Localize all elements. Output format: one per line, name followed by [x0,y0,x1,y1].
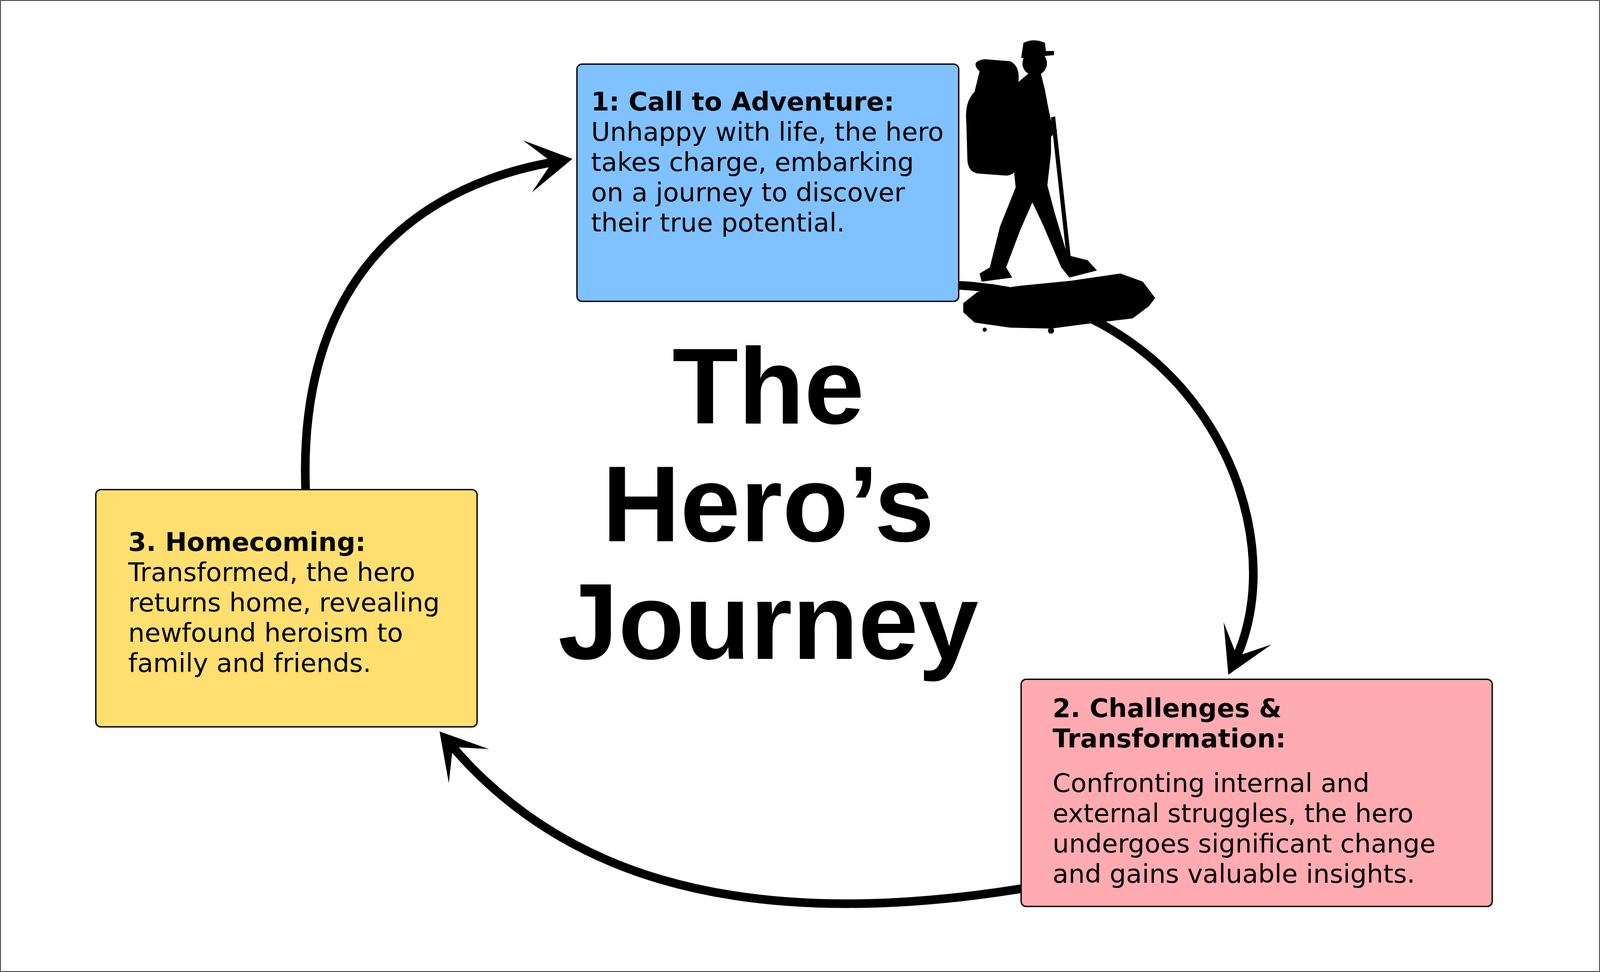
hiker-back-leg [979,185,1039,282]
hiker-cap [1021,40,1055,59]
hiker-backpack [966,59,1019,176]
arrow-head [1223,622,1272,675]
stage-heading: 1: Call to Adventure: [591,86,947,117]
hiker-front-leg [1024,183,1098,279]
rock-chip [982,327,987,332]
stage-box: 2. Challenges & Transformation: Confronti… [1020,678,1493,908]
stage-description: Transformed, the hero returns home, reve… [128,557,473,679]
arrow-head [439,731,489,784]
curved-arrow [439,731,1021,904]
diagram-title: The Hero’s Journey [492,327,1045,681]
curved-arrow [305,140,573,489]
curved-arrow [959,285,1272,675]
stage-description: Confronting internal and external strugg… [1052,767,1478,889]
arrow-line [305,161,557,489]
stage-heading: 3. Homecoming: [128,526,473,558]
stage-description: Unhappy with life, the hero takes charge… [591,116,947,238]
rock-chip [1047,327,1055,334]
stage-box: 1: Call to Adventure:Unhappy with life, … [576,63,960,303]
rock [963,273,1156,329]
stage-box: 3. Homecoming:Transformed, the hero retu… [95,488,478,728]
stage-heading: 2. Challenges & Transformation: [1052,692,1478,754]
arrow-line [450,744,1021,904]
arrow-line [959,285,1254,660]
arrow-head [522,140,573,193]
hiker-silhouette [963,40,1156,334]
